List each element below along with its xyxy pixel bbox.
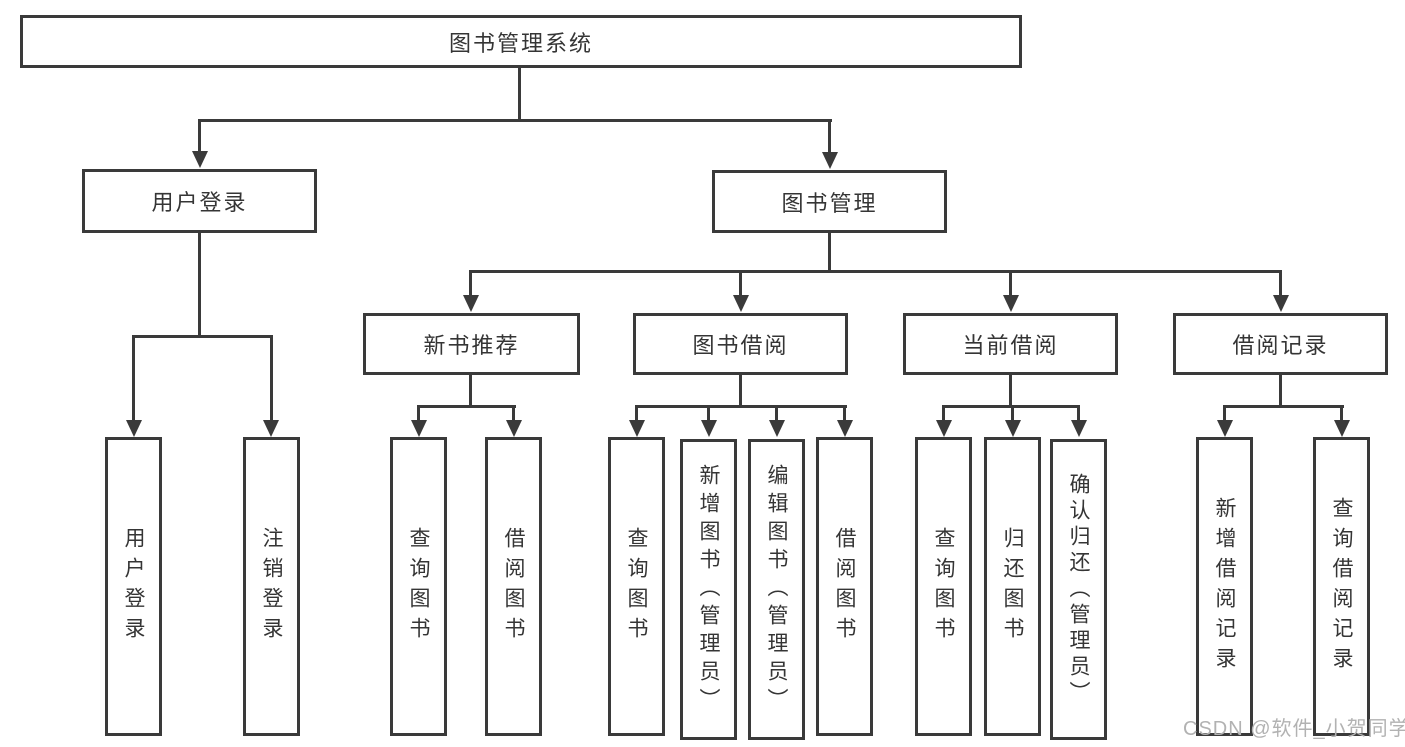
leaf-label: 注销登录	[260, 526, 283, 647]
node-label: 借阅记录	[1232, 333, 1329, 358]
leaf-add-borrow-record: 新增借阅记录	[1196, 437, 1253, 736]
node-label: 新书推荐	[423, 333, 520, 358]
connector-user-login-arm-1	[132, 335, 135, 420]
connector-book-borrowing-arm-1	[635, 405, 638, 421]
node-book-management: 图书管理	[712, 170, 947, 233]
arrow-to-user-login	[192, 151, 208, 168]
arrow-to-leaf-borrow-books-1	[506, 420, 522, 437]
connector-root-stem	[518, 68, 521, 122]
node-book-borrowing: 图书借阅	[633, 313, 848, 375]
arrow-to-leaf-query-books-1	[411, 420, 427, 437]
leaf-query-books-3: 查询图书	[915, 437, 972, 736]
leaf-label: 编辑图书（管理员）	[765, 463, 788, 716]
connector-current-borrowing-arm-1	[942, 405, 945, 421]
arrow-to-leaf-add-books	[701, 420, 717, 437]
connector-book-borrowing-bar	[635, 405, 847, 408]
connector-arm-current-borrowing	[1009, 270, 1012, 296]
connector-arm-new-book	[469, 270, 472, 296]
arrow-to-leaf-return-books	[1005, 420, 1021, 437]
arrow-to-current-borrowing	[1003, 295, 1019, 312]
leaf-logout: 注销登录	[243, 437, 300, 736]
connector-current-borrowing-arm-2	[1011, 405, 1014, 421]
connector-new-book-stem	[469, 375, 472, 408]
connector-user-login-arm-2	[270, 335, 273, 420]
connector-user-login-bar	[132, 335, 273, 338]
connector-root-arm-right	[828, 119, 831, 153]
leaf-user-login: 用户登录	[105, 437, 162, 736]
connector-current-borrowing-arm-3	[1077, 405, 1080, 421]
connector-arm-borrowing-records	[1279, 270, 1282, 296]
connector-book-management-bar	[469, 270, 1282, 273]
leaf-label: 归还图书	[1001, 526, 1024, 647]
arrow-to-leaf-query-books-2	[629, 420, 645, 437]
connector-new-book-bar	[417, 405, 516, 408]
arrow-to-leaf-borrow-books-2	[837, 420, 853, 437]
connector-new-book-arm-1	[417, 405, 420, 421]
arrow-to-book-management	[822, 152, 838, 169]
connector-book-borrowing-arm-3	[775, 405, 778, 421]
arrow-to-leaf-user-login	[126, 420, 142, 437]
leaf-edit-books-admin: 编辑图书（管理员）	[748, 439, 805, 740]
leaf-label: 查询图书	[407, 526, 430, 647]
connector-book-borrowing-stem	[739, 375, 742, 408]
connector-new-book-arm-2	[512, 405, 515, 421]
node-label: 图书管理	[781, 190, 878, 216]
node-new-book-recommendation: 新书推荐	[363, 313, 580, 375]
connector-borrowing-records-arm-2	[1340, 405, 1343, 421]
csdn-watermark: CSDN @软件_小贺同学	[1183, 718, 1405, 740]
leaf-label: 查询图书	[625, 526, 648, 647]
arrow-to-leaf-add-borrow-record	[1217, 420, 1233, 437]
arrow-to-leaf-confirm-return	[1071, 420, 1087, 437]
arrow-to-book-borrowing	[733, 295, 749, 312]
arrow-to-leaf-query-borrow-record	[1334, 420, 1350, 437]
connector-borrowing-records-bar	[1223, 405, 1344, 408]
node-label: 图书管理系统	[448, 30, 593, 56]
arrow-to-borrowing-records	[1273, 295, 1289, 312]
leaf-label: 新增借阅记录	[1213, 496, 1236, 677]
leaf-label: 查询图书	[932, 526, 955, 647]
node-current-borrowing: 当前借阅	[903, 313, 1118, 375]
leaf-label: 确认归还（管理员）	[1067, 472, 1090, 707]
leaf-borrow-books-2: 借阅图书	[816, 437, 873, 736]
node-borrowing-records: 借阅记录	[1173, 313, 1388, 375]
leaf-return-books: 归还图书	[984, 437, 1041, 736]
leaf-query-borrow-record: 查询借阅记录	[1313, 437, 1370, 736]
connector-root-bar	[198, 119, 832, 122]
connector-user-login-stem	[198, 233, 201, 338]
leaf-query-books-1: 查询图书	[390, 437, 447, 736]
leaf-borrow-books-1: 借阅图书	[485, 437, 542, 736]
leaf-label: 借阅图书	[502, 526, 525, 647]
leaf-add-books-admin: 新增图书（管理员）	[680, 439, 737, 740]
arrow-to-leaf-query-books-3	[936, 420, 952, 437]
arrow-to-new-book-recommendation	[463, 295, 479, 312]
connector-arm-book-borrowing	[739, 270, 742, 296]
leaf-label: 借阅图书	[833, 526, 856, 647]
connector-borrowing-records-stem	[1279, 375, 1282, 408]
leaf-confirm-return-admin: 确认归还（管理员）	[1050, 439, 1107, 740]
leaf-label: 查询借阅记录	[1330, 496, 1353, 677]
connector-borrowing-records-arm-1	[1223, 405, 1226, 421]
node-user-login: 用户登录	[82, 169, 317, 233]
connector-root-arm-left	[198, 119, 201, 152]
arrow-to-leaf-edit-books	[769, 420, 785, 437]
connector-book-borrowing-arm-2	[707, 405, 710, 421]
connector-current-borrowing-stem	[1009, 375, 1012, 408]
leaf-label: 用户登录	[122, 526, 145, 647]
leaf-query-books-2: 查询图书	[608, 437, 665, 736]
arrow-to-leaf-logout	[263, 420, 279, 437]
connector-book-borrowing-arm-4	[843, 405, 846, 421]
node-label: 当前借阅	[962, 333, 1059, 358]
node-library-management-system: 图书管理系统	[20, 15, 1022, 68]
node-label: 图书借阅	[692, 333, 789, 358]
leaf-label: 新增图书（管理员）	[697, 463, 720, 716]
node-label: 用户登录	[151, 190, 248, 215]
connector-book-management-stem	[828, 233, 831, 273]
